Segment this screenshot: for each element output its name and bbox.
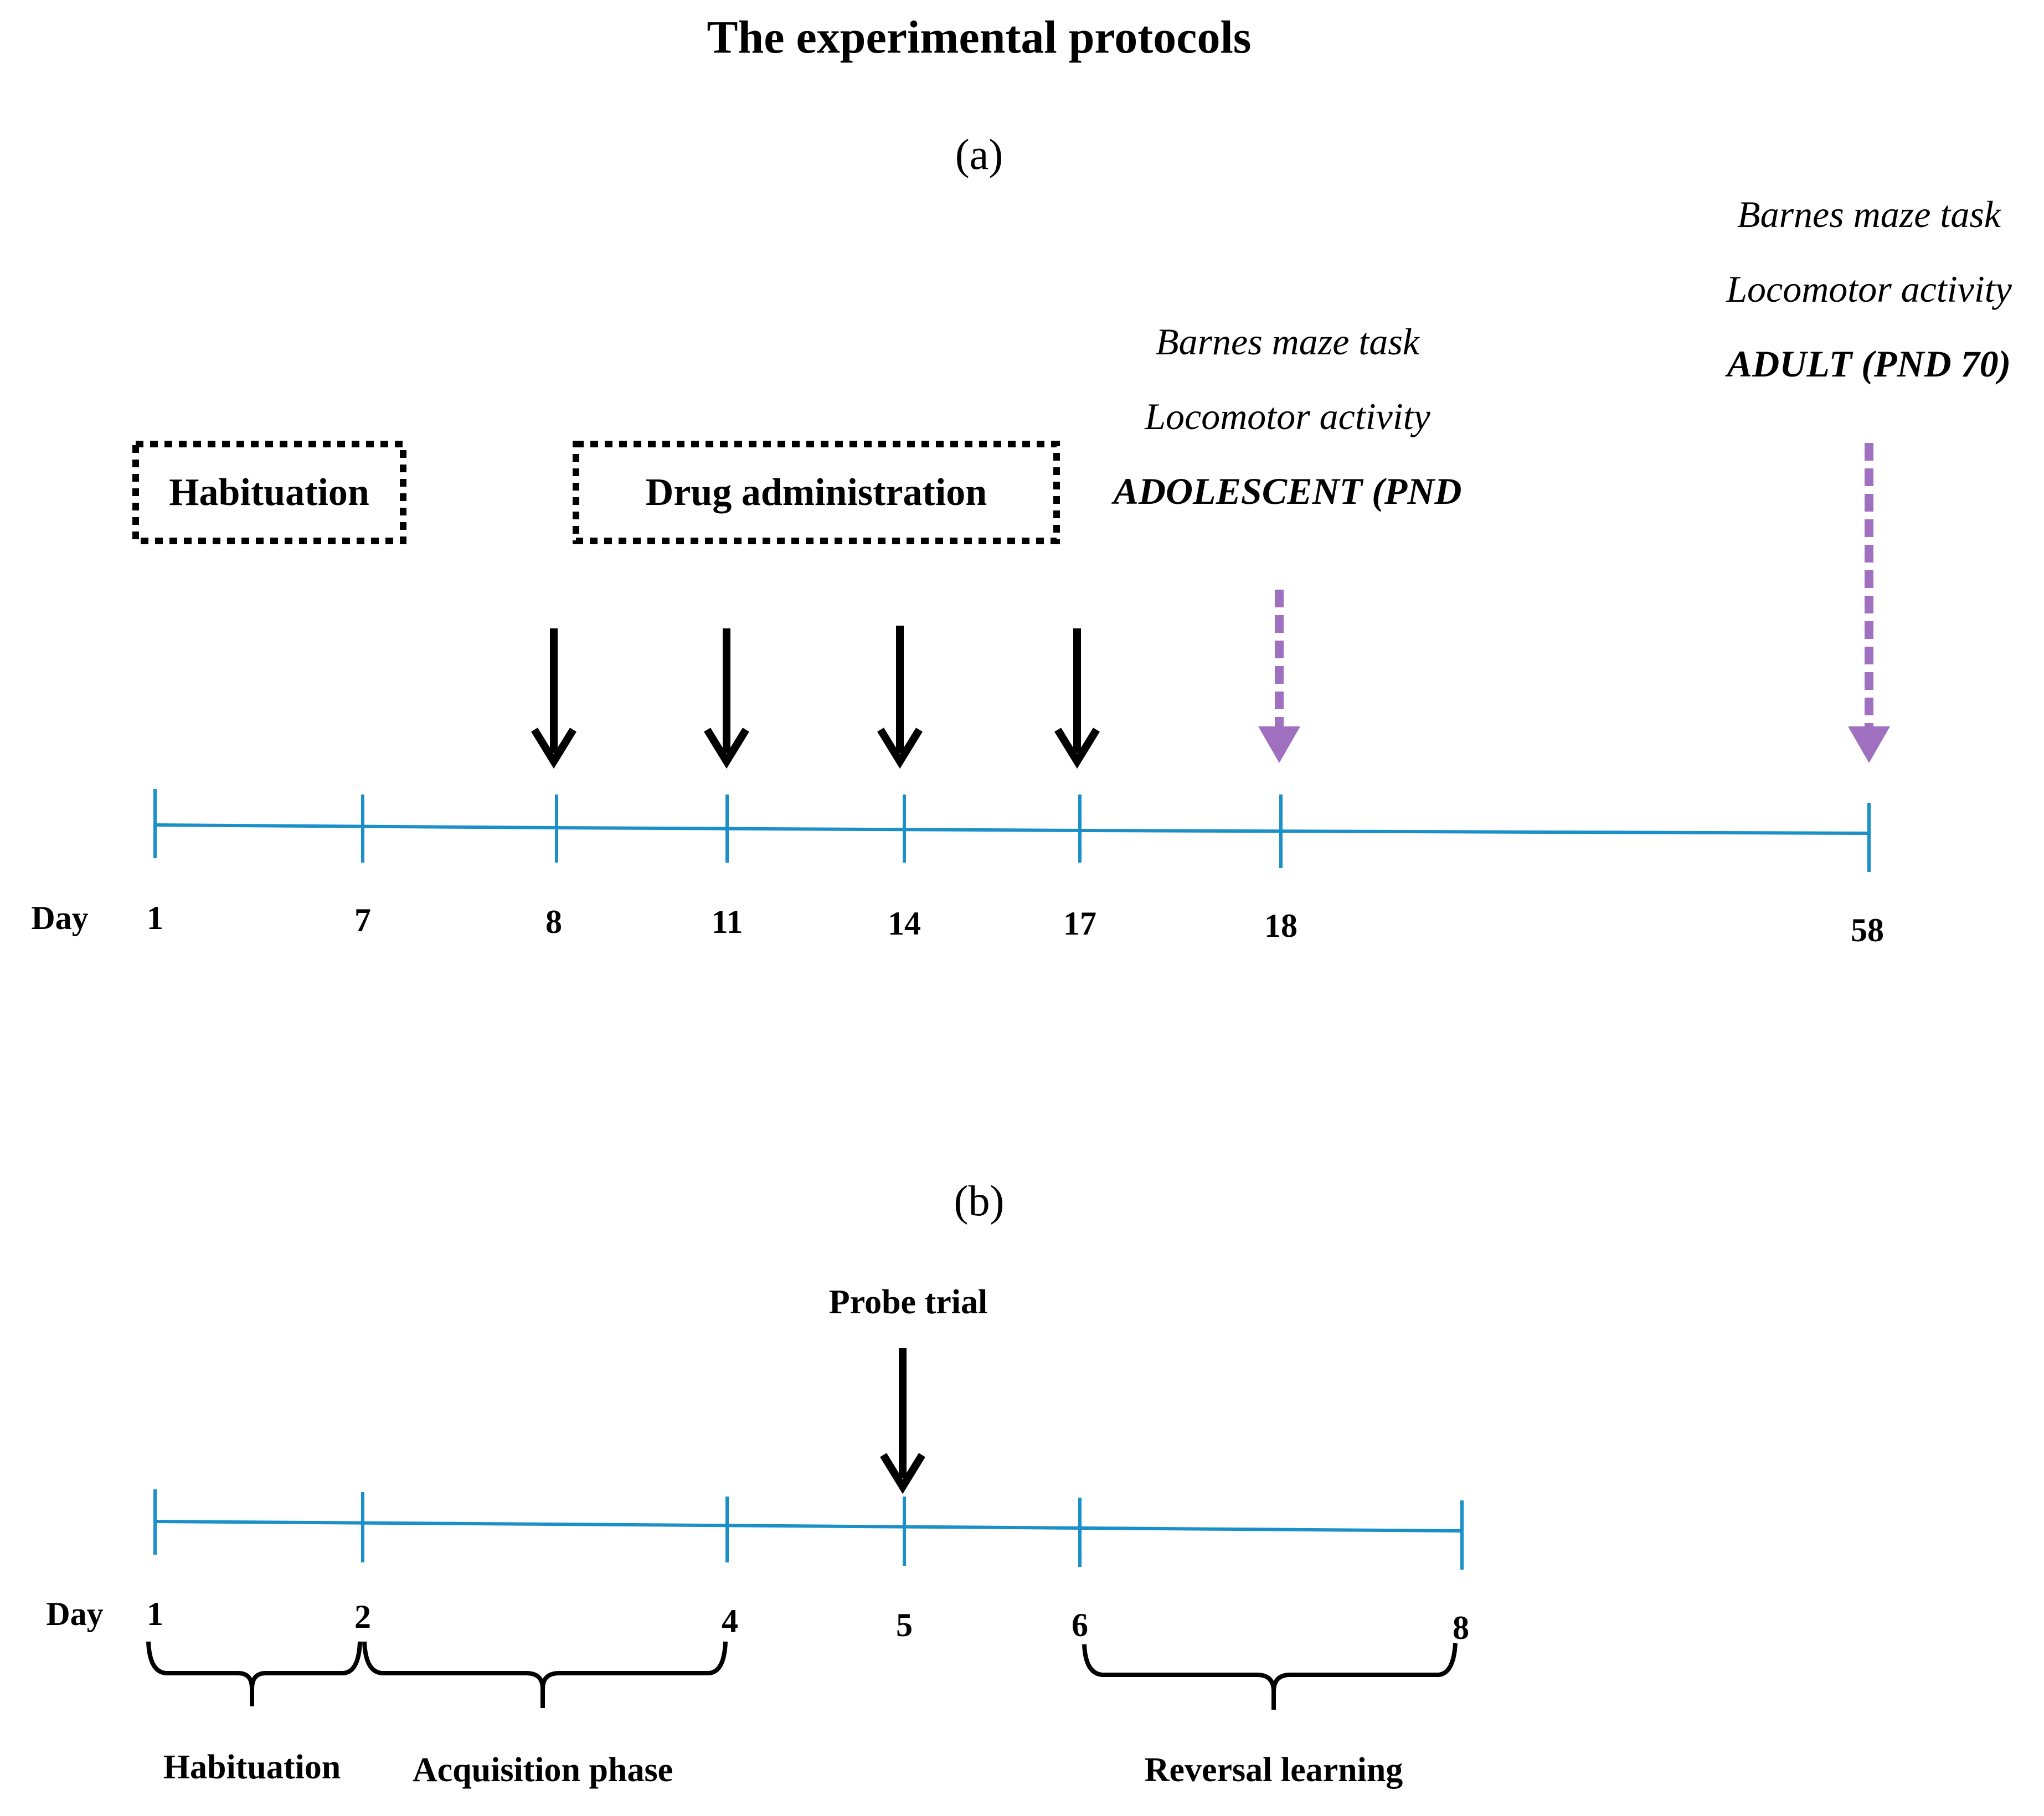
adolescent-annotation-line1: Barnes maze task [1156, 321, 1420, 363]
timeline-b [153, 1489, 1464, 1570]
adult-annotation-line2: Locomotor activity [1726, 268, 2012, 310]
tick-label-b-8: 8 [1453, 1609, 1469, 1646]
habituation-box-label: Habituation [169, 471, 369, 514]
brace-habituation [146, 1641, 362, 1706]
tick-label-a-17: 17 [1063, 905, 1096, 942]
adolescent-annotation-line2: Locomotor activity [1144, 395, 1430, 437]
panel-b-label: (b) [954, 1177, 1005, 1225]
drug-arrow-day-14 [877, 626, 923, 769]
probe-trial-arrow [880, 1348, 925, 1494]
panel-a-label: (a) [955, 130, 1003, 178]
tick-label-a-58: 58 [1851, 912, 1884, 948]
adult-annotation-line3: ADULT (PND 70) [1725, 343, 2011, 385]
drug-administration-box-label: Drug administration [646, 471, 987, 514]
tick-label-a-8: 8 [545, 904, 562, 940]
tick-label-a-18: 18 [1264, 907, 1298, 944]
tick-label-a-7: 7 [354, 902, 371, 938]
tick-label-b-1: 1 [147, 1596, 163, 1632]
drug-arrow-day-17 [1054, 628, 1100, 769]
phase-reversal-label: Reversal learning [1145, 1751, 1403, 1789]
tick-label-b-5: 5 [896, 1607, 913, 1643]
brace-acquisition [362, 1641, 728, 1708]
day-label-b: Day [46, 1596, 103, 1632]
tick-label-b-4: 4 [722, 1603, 738, 1639]
tick-label-a-11: 11 [712, 904, 743, 940]
phase-acquisition-label: Acquisition phase [413, 1751, 673, 1789]
adolescent-annotation-line3: ADOLESCENT (PND [1111, 470, 1461, 512]
test-arrow-day-18 [1258, 590, 1300, 763]
timeline-a [153, 789, 1871, 872]
drug-arrow-day-11 [704, 628, 749, 769]
brace-reversal [1082, 1643, 1458, 1710]
tick-label-b-6: 6 [1072, 1607, 1088, 1643]
tick-label-b-2: 2 [354, 1598, 371, 1635]
tick-label-a-14: 14 [888, 905, 921, 942]
probe-trial-label: Probe trial [829, 1283, 987, 1321]
phase-habituation-label: Habituation [163, 1748, 341, 1786]
adult-annotation-line1: Barnes maze task [1737, 193, 2002, 235]
diagram-title: The experimental protocols [707, 12, 1252, 63]
day-label-a: Day [31, 900, 88, 936]
tick-label-a-1: 1 [147, 900, 163, 936]
habituation-box [132, 441, 406, 544]
drug-arrow-day-8 [531, 628, 576, 769]
test-arrow-day-58 [1848, 443, 1890, 763]
